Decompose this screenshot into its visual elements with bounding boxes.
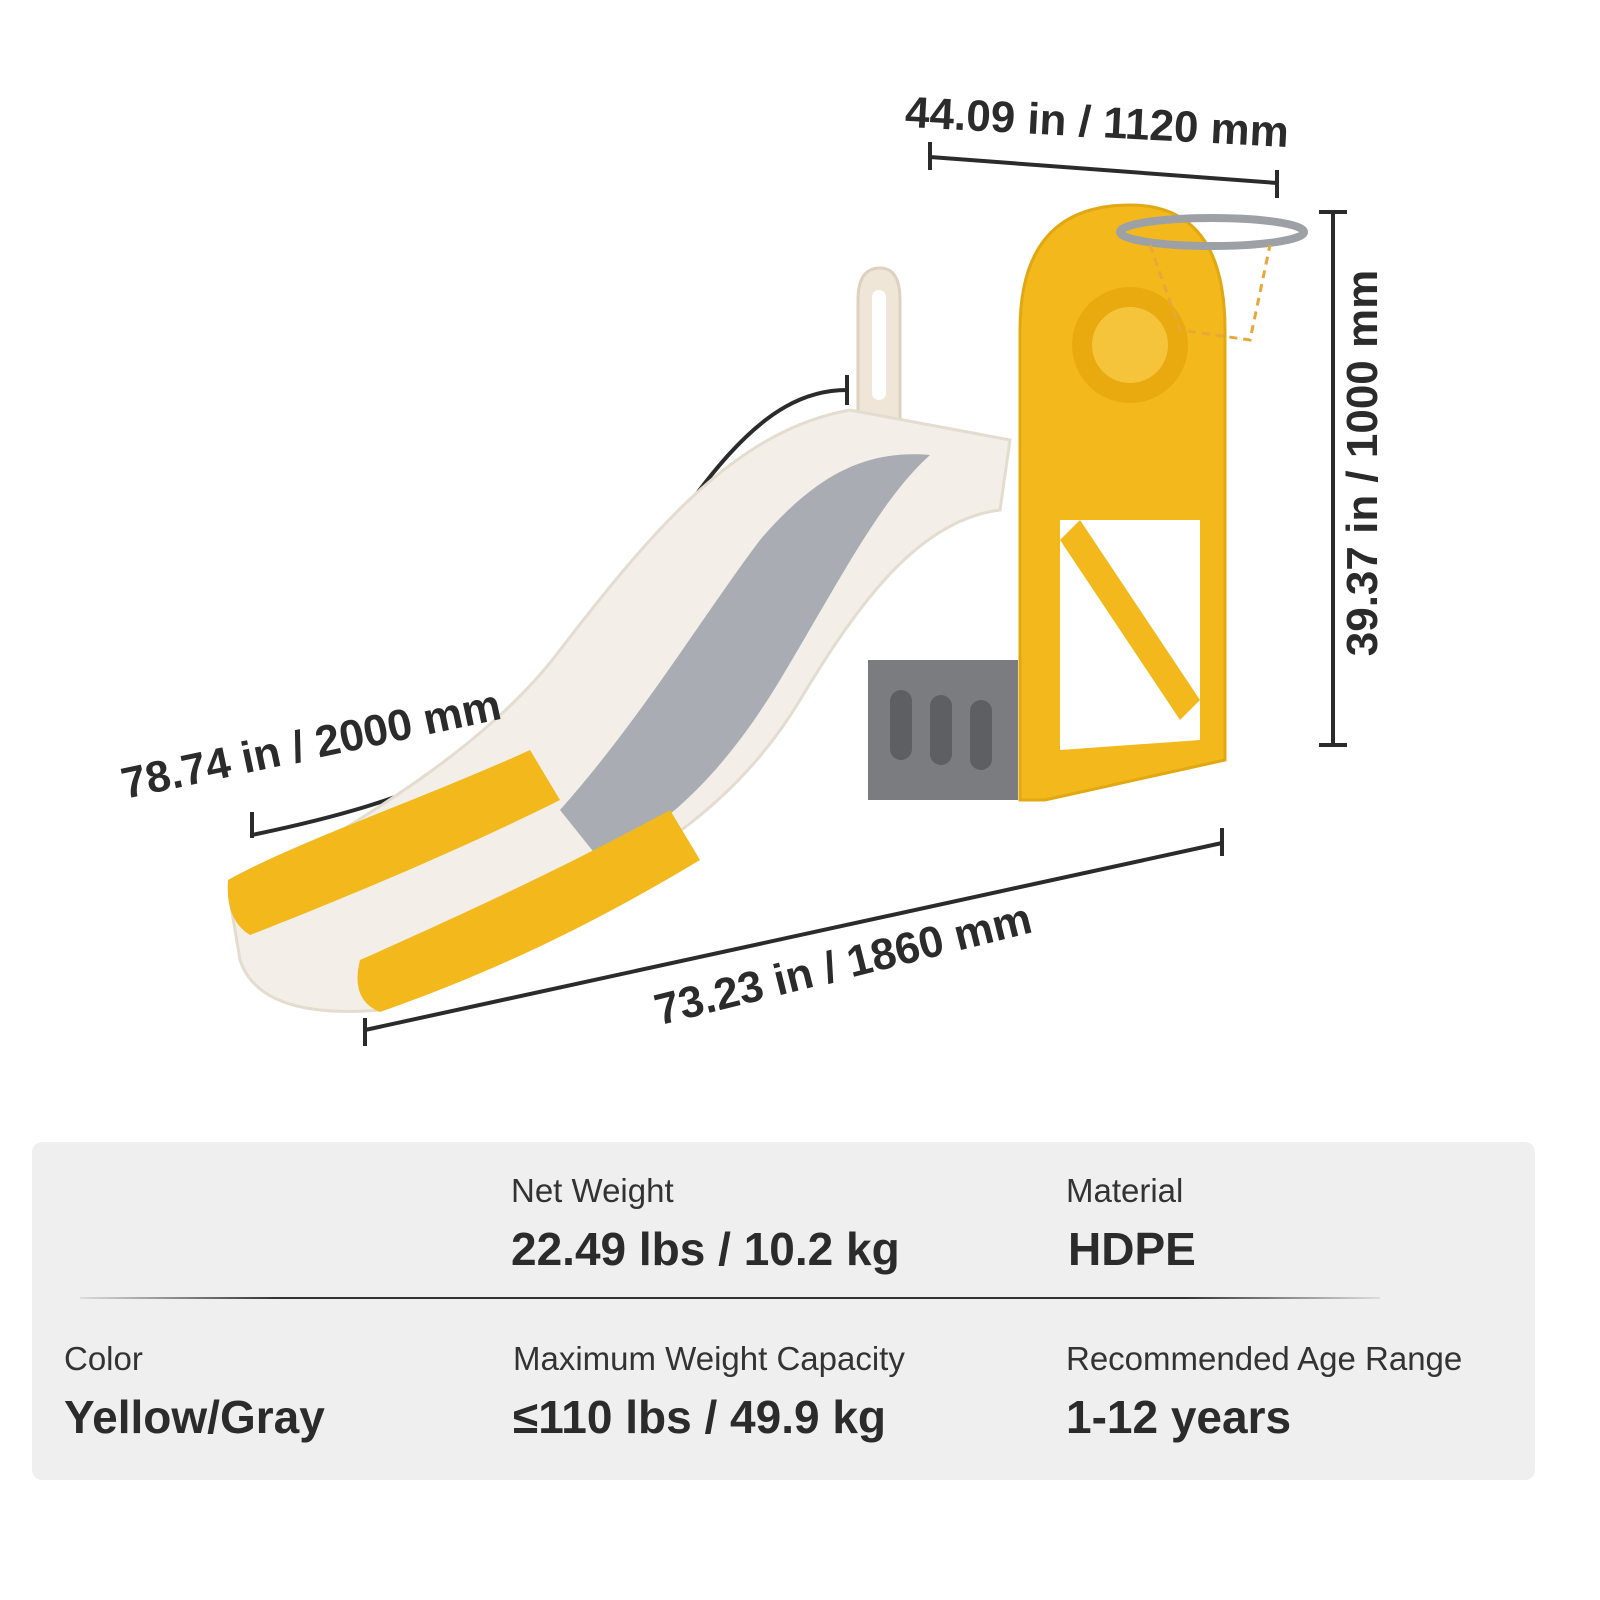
spec-value-net-weight: 22.49 lbs / 10.2 kg <box>511 1223 900 1275</box>
specs-panel <box>32 1142 1535 1480</box>
slide-rail-yellow-left <box>227 750 560 935</box>
spec-value-color: Yellow/Gray <box>64 1391 325 1443</box>
slide-product-illustration <box>227 142 1347 1046</box>
hoop-net <box>1148 244 1272 342</box>
spec-label-net-weight: Net Weight <box>511 1172 674 1209</box>
width-dimension-line <box>928 142 1279 198</box>
slide-bed <box>560 454 930 860</box>
height-dimension-line <box>1319 210 1347 747</box>
spec-label-material: Material <box>1066 1172 1184 1209</box>
spec-label-age-range: Recommended Age Range <box>1066 1340 1463 1377</box>
spec-value-material: HDPE <box>1068 1223 1196 1275</box>
spec-label-color: Color <box>64 1340 143 1377</box>
basketball-hoop <box>1116 214 1308 250</box>
spec-label-max-capacity: Maximum Weight Capacity <box>513 1340 905 1377</box>
height-dimension-label: 39.37 in / 1000 mm <box>1338 269 1388 657</box>
spec-value-max-capacity: ≤110 lbs / 49.9 kg <box>513 1391 887 1443</box>
length-dimension-line <box>363 828 1224 1046</box>
spec-value-age-range: 1-12 years <box>1066 1391 1292 1443</box>
slide-rail-yellow-right <box>357 810 700 1012</box>
specs-divider <box>80 1297 1380 1299</box>
